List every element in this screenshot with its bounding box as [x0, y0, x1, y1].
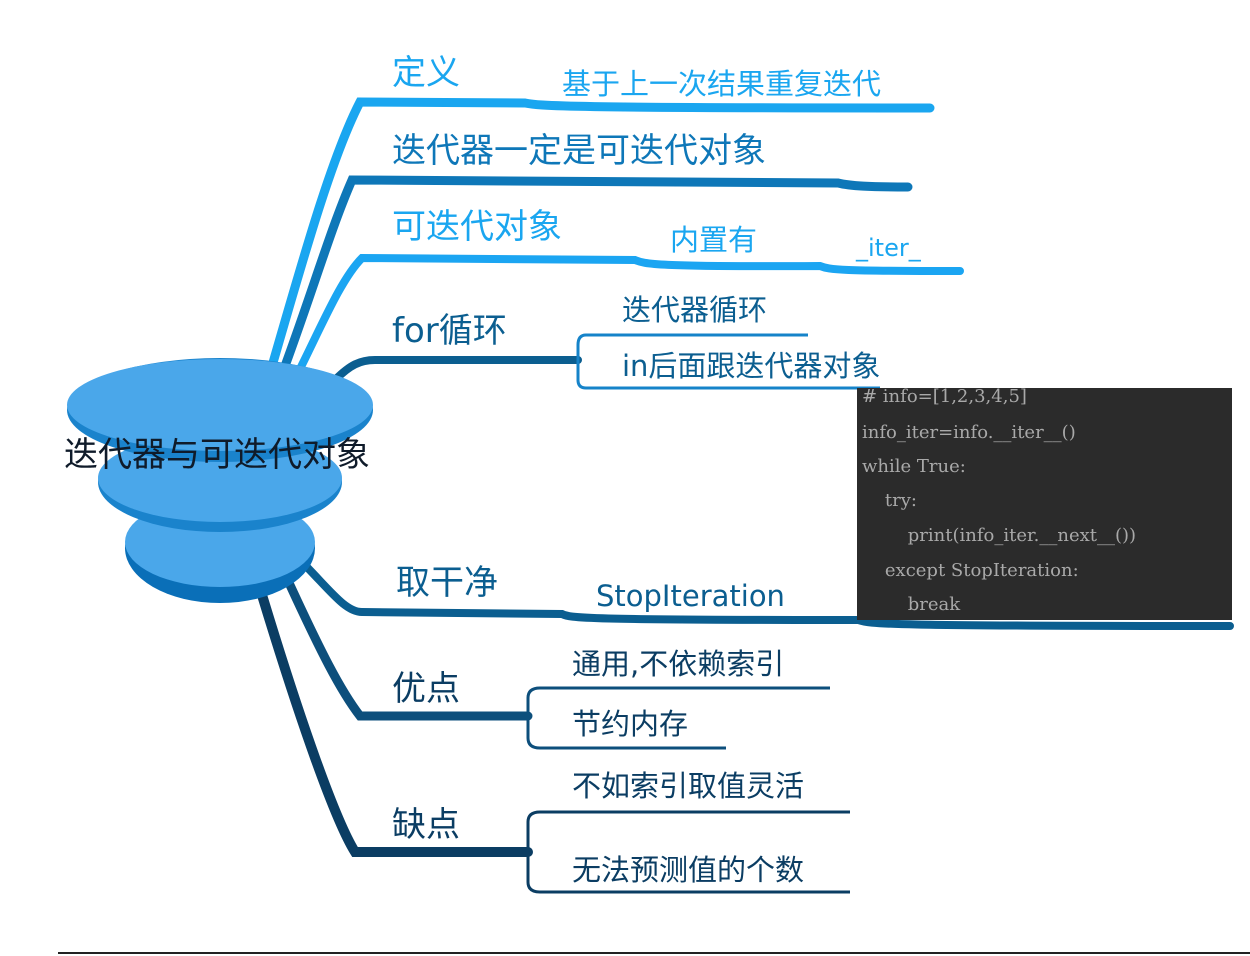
center-topic-title: 迭代器与可迭代对象 [64, 435, 370, 475]
connector-pros [285, 580, 533, 721]
center-topic-shape [67, 358, 373, 603]
branch-label-for-loop: for循环 [392, 311, 507, 351]
connector-iterable [288, 253, 964, 389]
branch-label-iterable: 可迭代对象 [392, 207, 562, 247]
code-line: info_iter=info.__iter__() [862, 422, 1076, 443]
iterable-child-2: _iter_ [856, 234, 921, 262]
branch-label-cons: 缺点 [392, 805, 460, 845]
code-line: break [862, 594, 961, 615]
cons-child-2: 无法预测值的个数 [572, 853, 805, 887]
branch-label-pros: 优点 [392, 669, 460, 709]
iterable-child-1: 内置有 [670, 223, 758, 257]
bracket-for-loop [576, 333, 880, 390]
definition-child-1: 基于上一次结果重复迭代 [562, 67, 882, 101]
code-line: while True: [862, 456, 966, 477]
exhaust-child-1: StopIteration [596, 579, 785, 613]
bracket-pros [526, 686, 726, 750]
code-line: try: [862, 490, 917, 511]
for-loop-child-1: 迭代器循环 [622, 293, 768, 327]
connector-exhaust [296, 556, 1234, 630]
for-loop-child-2: in后面跟迭代器对象 [622, 349, 881, 383]
pros-child-2: 节约内存 [572, 707, 689, 741]
bracket-cons [526, 810, 850, 894]
branch-label-iterator-is-iterable: 迭代器一定是可迭代对象 [392, 131, 766, 171]
pros-child-1: 通用,不依赖索引 [572, 647, 785, 681]
branch-label-exhaust: 取干净 [396, 563, 498, 603]
code-line: except StopIteration: [862, 560, 1079, 581]
branch-label-definition: 定义 [392, 53, 460, 93]
code-line: print(info_iter.__next__()) [862, 525, 1137, 546]
code-line: # info=[1,2,3,4,5] [862, 388, 1027, 407]
connector-for-loop [331, 356, 582, 384]
bottom-border [58, 952, 1250, 954]
connector-iterator-is-iterable [273, 175, 913, 390]
connector-cons [257, 590, 533, 857]
branch-connectors [257, 97, 1234, 857]
connector-definition [263, 97, 935, 385]
child-brackets [526, 333, 880, 894]
cons-child-1: 不如索引取值灵活 [572, 769, 805, 803]
code-snippet-panel: # info=[1,2,3,4,5] info_iter=info.__iter… [857, 388, 1232, 620]
